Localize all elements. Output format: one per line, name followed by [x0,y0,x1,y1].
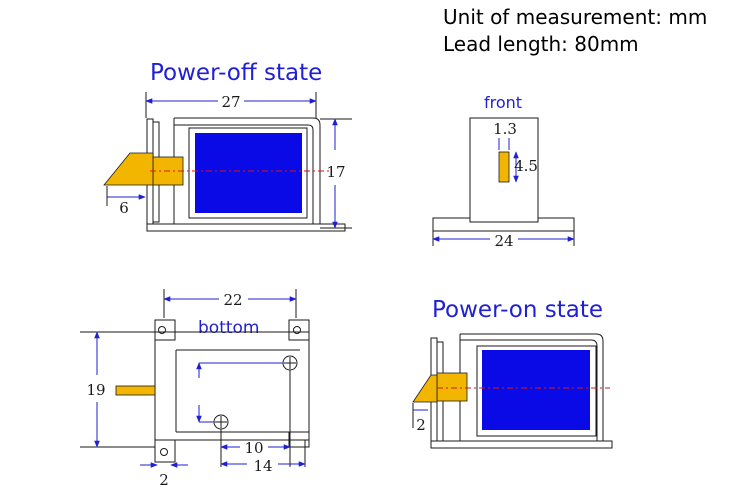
dim-width-27: 27 [221,93,240,111]
dim-plunger-2: 2 [416,416,426,434]
dim-hole-10: 10 [244,439,263,457]
tab-hole [158,326,166,334]
base-plate [430,440,613,449]
dim-slot-width: 1.3 [493,120,517,138]
front-base [432,217,575,232]
power-on-title: Power-on state [432,297,603,323]
plunger-wedge [412,374,438,403]
power-off-view: Power-off state 27 17 6 [103,60,352,232]
unit-label: Unit of measurement: mm [443,5,707,29]
lead-length-label: Lead length: 80mm [443,32,639,56]
tab-hole [293,326,301,334]
bottom-body [154,331,310,441]
frame-inner [174,124,314,224]
dim-height-17: 17 [326,163,345,181]
frame-inner [460,339,598,441]
lead-wire [115,385,156,396]
dim-slot-height: 4.5 [514,157,538,175]
power-on-view: Power-on state 2 [412,297,613,449]
mount-tab [288,431,310,448]
front-slot [498,151,510,183]
dim-hole-14: 14 [253,457,272,475]
bottom-view: 22 bottom 19 [80,289,310,489]
frame [174,117,321,224]
bottom-title: bottom [198,318,259,338]
coil [482,350,590,430]
frame [460,333,604,441]
dim-plunger-6: 6 [119,199,129,217]
coil [195,133,302,213]
plunger [436,372,468,402]
front-body [469,117,539,223]
dim-height-19: 19 [86,381,105,399]
dim-front-width-24: 24 [494,232,513,250]
power-off-title: Power-off state [150,60,322,86]
mount-tab [288,319,310,341]
mount-tab [154,319,176,341]
dim-tab-2: 2 [159,471,169,489]
front-view: front 1.3 4.5 24 [432,93,575,250]
plunger-wedge [103,152,154,186]
dim-hole-pitch-22: 22 [223,291,242,309]
mount-tab [154,439,176,463]
front-title: front [484,93,522,112]
tab-hole [160,448,168,456]
base-plate [146,223,346,232]
